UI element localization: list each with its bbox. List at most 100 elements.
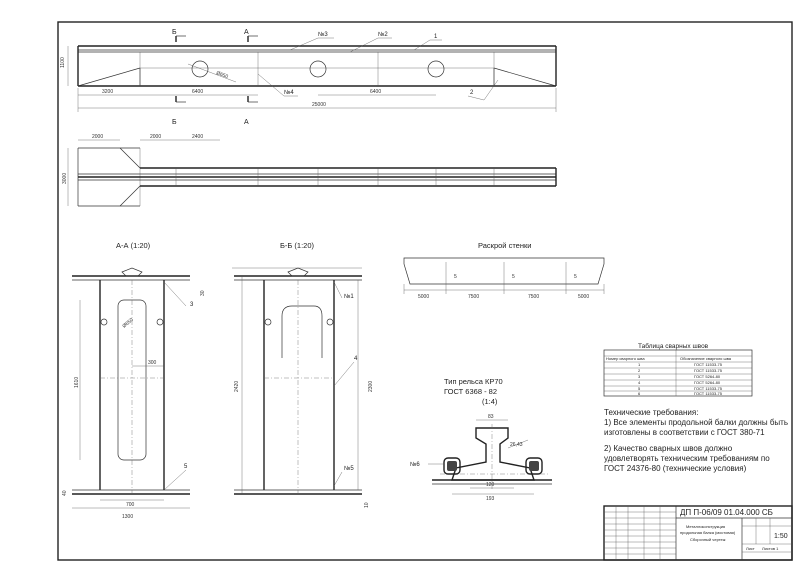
segment-label: 5000 xyxy=(578,294,589,300)
weld-table-title: Таблица сварных швов xyxy=(638,342,709,350)
weld-label: №1 xyxy=(344,293,354,300)
weld-label: №5 xyxy=(344,465,354,472)
gap-label: 5 xyxy=(574,274,577,280)
weld-label: №6 xyxy=(410,461,420,468)
weld-table-cell: 1 xyxy=(638,362,641,367)
weld-table-header: Обозначение сварного шва xyxy=(680,356,732,361)
lightening-hole xyxy=(427,60,445,78)
dim-label: 3200 xyxy=(102,89,113,95)
cut-label-b: Б xyxy=(172,119,177,126)
drawing-frame xyxy=(57,21,793,561)
beam-plan xyxy=(77,147,557,207)
rail-standard: ГОСТ 6368 - 82 xyxy=(444,387,497,396)
dim-label: 120 xyxy=(486,482,495,488)
drawing-code: ДП П-06/09 01.04.000 СБ xyxy=(680,508,773,517)
section-aa-title: А-А (1:20) xyxy=(116,241,151,250)
web-layout-diagram xyxy=(403,257,605,294)
weld-table-cell: 4 xyxy=(638,380,641,385)
weld-table-cell: 5 xyxy=(638,386,641,391)
beam-elevation xyxy=(77,45,557,87)
segment-label: 7500 xyxy=(528,294,539,300)
dim-label: 25000 xyxy=(312,102,326,108)
dim-label: 6400 xyxy=(370,89,381,95)
dim-label: 1300 xyxy=(122,514,133,520)
tech-requirements: Технические требования: 1) Все элементы … xyxy=(604,408,788,474)
weld-table-cell: ГОСТ 11533-75 xyxy=(694,368,723,373)
drawing-name: продольная балка (мостовая) xyxy=(680,530,736,535)
dim-label: 700 xyxy=(126,502,135,508)
dim-label: 2400 xyxy=(192,134,203,140)
rail-top xyxy=(287,267,309,277)
dim-label: 2300 xyxy=(368,381,374,392)
tech-title: Технические требования: xyxy=(604,408,699,417)
dims-top xyxy=(67,46,557,112)
rail-profile xyxy=(428,419,552,495)
title-block-grid xyxy=(603,505,793,561)
dim-label: 30 xyxy=(200,290,206,296)
dims-plan xyxy=(67,139,220,206)
rail-top xyxy=(121,267,143,277)
dim-label: 2000 xyxy=(150,134,161,140)
drawing-scale: 1:50 xyxy=(774,533,788,540)
web-cutout xyxy=(281,305,323,358)
rail-clip xyxy=(525,457,543,475)
dim-label: 26,43 xyxy=(510,442,523,448)
dim-label: 6400 xyxy=(192,89,203,95)
dim-label: 2000 xyxy=(92,134,103,140)
drawing-name: Сборочный чертеж xyxy=(690,537,726,542)
weld-table-cell: ГОСТ 11533-75 xyxy=(694,391,723,396)
dim-label: 40 xyxy=(62,490,68,496)
weld-table-cell: ГОСТ 11533-75 xyxy=(694,362,723,367)
lightening-hole xyxy=(309,60,327,78)
weld-table-cell: ГОСТ 5264-80 xyxy=(694,374,721,379)
weld-label: №2 xyxy=(378,31,388,38)
dim-label: 10 xyxy=(364,502,370,508)
dim-label: 300 xyxy=(148,360,157,366)
lightening-hole xyxy=(191,60,209,78)
cut-markers xyxy=(175,35,258,103)
leaders-top xyxy=(257,37,499,101)
part-label: 1 xyxy=(434,34,438,40)
rail-scale: (1:4) xyxy=(482,397,498,406)
cut-label-a: А xyxy=(244,119,249,126)
dim-label: 83 xyxy=(488,414,494,420)
hole-dim-label: Ø650 xyxy=(121,317,134,330)
dim-label: 193 xyxy=(486,496,495,502)
cut-label-a: А xyxy=(244,29,249,36)
section-bb-title: Б-Б (1:20) xyxy=(280,241,315,250)
sheet-label: Лист xyxy=(746,546,755,551)
weld-table-cell: 3 xyxy=(638,374,641,379)
rail-title: Тип рельса КР70 xyxy=(444,377,503,386)
web-layout-title: Раскрой стенки xyxy=(478,241,531,250)
part-label: 2 xyxy=(470,90,474,96)
part-label: 5 xyxy=(184,464,188,470)
section-bb xyxy=(232,267,362,495)
weld-label: №3 xyxy=(318,31,328,38)
sheets-label: Листов 1 xyxy=(762,546,779,551)
weld-table-header: Номер сварного шва xyxy=(606,356,645,361)
segment-label: 5000 xyxy=(418,294,429,300)
dim-label: 2420 xyxy=(234,381,240,392)
segment-label: 7500 xyxy=(468,294,479,300)
dim-label: 3000 xyxy=(62,173,68,184)
tech-item: 2) Качество сварных швов должно удовлетв… xyxy=(604,444,770,473)
gap-label: 5 xyxy=(512,274,515,280)
section-aa xyxy=(72,267,190,509)
part-label: 4 xyxy=(354,356,358,362)
weld-table-cell: ГОСТ 5264-80 xyxy=(694,380,721,385)
weld-table-grid xyxy=(603,349,753,397)
weld-table-cell: 6 xyxy=(638,391,641,396)
part-label: 3 xyxy=(190,302,194,308)
rail-clip xyxy=(443,457,461,475)
tech-item: 1) Все элементы продольной балки должны … xyxy=(604,418,788,437)
dim-label: 1610 xyxy=(74,377,80,388)
drawing-name: Металлоконструкция xyxy=(686,524,725,529)
dim-label: 1100 xyxy=(60,57,66,68)
hole-dim-label: Ø650 xyxy=(215,70,229,80)
gap-label: 5 xyxy=(454,274,457,280)
weld-table-cell: ГОСТ 11533-75 xyxy=(694,386,723,391)
weld-label: №4 xyxy=(284,89,294,96)
cut-label-b: Б xyxy=(172,29,177,36)
